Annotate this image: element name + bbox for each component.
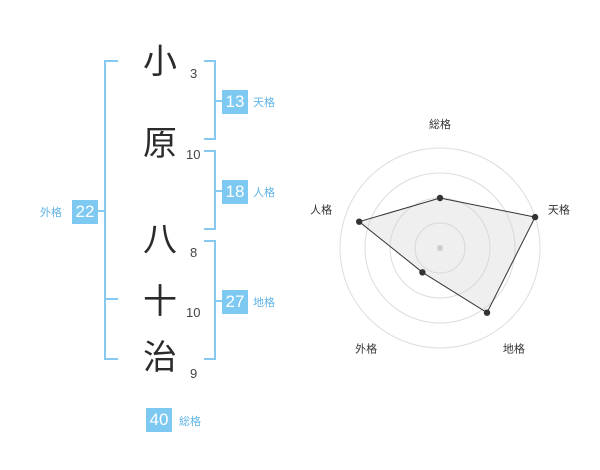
chi-bracket-tick-left (104, 298, 118, 300)
gai-kaku-value: 22 (72, 200, 98, 224)
gai-bracket-tick (96, 210, 106, 212)
radar-ring (364, 172, 516, 324)
radar-point-2 (531, 213, 539, 221)
radar-point-1 (436, 194, 444, 202)
chi-tick (214, 300, 222, 302)
name-char-1: 小 (143, 42, 177, 82)
name-char-4: 十 (143, 282, 177, 322)
so-kaku-label: 総格 (179, 415, 201, 428)
jin-kaku-label: 人格 (253, 186, 275, 199)
radar-axis-label-4: 外格 (355, 341, 377, 355)
jin-kaku-value: 18 (222, 180, 248, 204)
radar-point-4 (419, 269, 426, 276)
stroke-count-5: 9 (190, 366, 198, 381)
chi-kaku-value: 27 (222, 290, 248, 314)
chi-kaku-label: 地格 (253, 296, 275, 309)
radar-axis-label-2: 天格 (548, 203, 570, 217)
stroke-count-4: 10 (186, 305, 201, 320)
radar-axis-label-3: 地格 (503, 341, 525, 355)
radar-point-5 (356, 218, 363, 225)
radar-axis-label-1: 総格 (429, 117, 451, 131)
name-char-3: 八 (143, 220, 177, 260)
radar-center-dot (437, 245, 443, 251)
ten-kaku-label: 天格 (253, 96, 275, 109)
radar-ring (414, 222, 466, 274)
radar-axis-label-5: 人格 (310, 203, 332, 217)
ten-tick (214, 100, 222, 102)
so-kaku-value: 40 (146, 408, 172, 432)
name-char-5: 治 (143, 338, 177, 378)
radar-ring (339, 147, 541, 349)
stroke-count-2: 10 (186, 147, 201, 162)
gai-kaku-label: 外格 (40, 206, 62, 219)
radar-point-3 (483, 309, 491, 316)
name-char-2: 原 (143, 124, 177, 164)
radar-series-polygon (358, 197, 536, 314)
jin-tick (214, 190, 222, 192)
stroke-count-1: 3 (190, 66, 198, 81)
ten-kaku-value: 13 (222, 90, 248, 114)
stroke-count-3: 8 (190, 245, 198, 260)
